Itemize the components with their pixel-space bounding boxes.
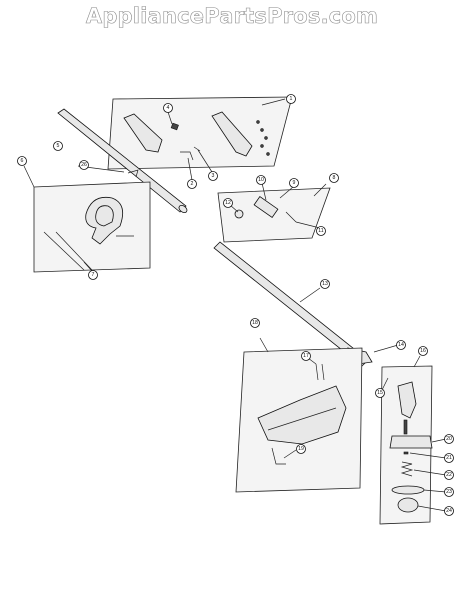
- callout-11: 11: [316, 226, 326, 236]
- callout-10: 10: [256, 175, 266, 185]
- svg-text:17: 17: [303, 353, 309, 359]
- callout-19: 19: [296, 444, 306, 454]
- upper-shaft: [57, 108, 188, 214]
- callout-14: 14: [396, 340, 406, 350]
- svg-text:8: 8: [333, 175, 336, 181]
- coupler-assembly: [217, 183, 331, 243]
- svg-text:15: 15: [377, 390, 383, 396]
- watermark-text: AppliancePartsPros.com: [85, 4, 379, 29]
- callout-20: 20: [444, 434, 454, 444]
- svg-text:20: 20: [446, 436, 452, 442]
- callout-12: 12: [223, 198, 233, 208]
- svg-text:5: 5: [57, 143, 60, 149]
- callout-7: 7: [88, 270, 98, 280]
- svg-text:13: 13: [322, 281, 328, 287]
- callout-5: 5: [53, 141, 63, 151]
- svg-text:19: 19: [298, 446, 304, 452]
- svg-text:16: 16: [420, 348, 426, 354]
- callout-6: 6: [17, 156, 27, 166]
- svg-text:2: 2: [191, 181, 194, 187]
- svg-text:14: 14: [398, 342, 404, 348]
- housing-half-left: [123, 113, 163, 153]
- svg-text:1: 1: [290, 96, 293, 102]
- callout-4: 4: [163, 103, 173, 113]
- svg-text:22: 22: [446, 472, 452, 478]
- svg-text:23: 23: [446, 489, 452, 495]
- callout-16: 16: [418, 346, 428, 356]
- callout-22: 22: [444, 470, 454, 480]
- callout-8: 8: [329, 173, 339, 183]
- lower-shaft: [213, 241, 373, 367]
- callout-21: 21: [444, 453, 454, 463]
- guard-assembly: [235, 337, 363, 493]
- callout-2: 2: [187, 179, 197, 189]
- svg-text:6: 6: [21, 158, 24, 164]
- callout-24: 24: [444, 506, 454, 516]
- trimmer-head-assembly: [379, 355, 433, 525]
- housing-assembly: [107, 96, 293, 170]
- svg-text:12: 12: [225, 200, 231, 206]
- svg-text:21: 21: [446, 455, 452, 461]
- assist-handle-assembly: [23, 165, 151, 273]
- callout-18: 18: [250, 318, 260, 328]
- svg-text:26: 26: [81, 162, 87, 168]
- site-watermark: AppliancePartsPros.com: [0, 4, 464, 29]
- guard-shield: [257, 385, 347, 445]
- svg-text:9: 9: [293, 180, 296, 186]
- callout-26: 26: [79, 160, 89, 170]
- callout-3: 3: [208, 171, 218, 181]
- callout-15: 15: [375, 388, 385, 398]
- svg-text:11: 11: [318, 228, 323, 234]
- callout-17: 17: [301, 351, 311, 361]
- svg-text:24: 24: [446, 508, 452, 514]
- svg-text:3: 3: [212, 173, 215, 179]
- callout-bubbles: 1 2 3 4 5 6 7 8 9 10 11 12 13 14 15 16 1…: [17, 94, 454, 516]
- callout-23: 23: [444, 487, 454, 497]
- housing-half-right: [211, 111, 253, 157]
- callout-1: 1: [286, 94, 296, 104]
- leader-lines: [83, 111, 447, 512]
- svg-text:4: 4: [167, 105, 170, 111]
- svg-text:18: 18: [252, 320, 258, 326]
- svg-text:7: 7: [92, 272, 95, 278]
- callout-13: 13: [320, 279, 330, 289]
- callout-9: 9: [289, 178, 299, 188]
- svg-text:10: 10: [258, 177, 264, 183]
